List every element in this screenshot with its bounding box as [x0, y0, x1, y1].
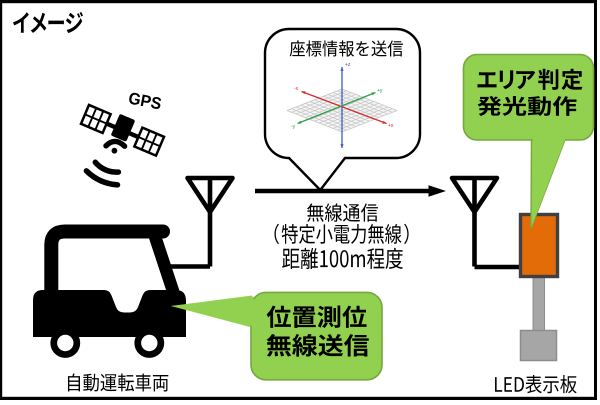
svg-text:+x: +x	[388, 123, 394, 129]
svg-text:-y: -y	[291, 124, 296, 130]
svg-text:+z: +z	[345, 62, 351, 68]
svg-text:-x: -x	[294, 86, 299, 92]
svg-text:+y: +y	[377, 88, 383, 94]
